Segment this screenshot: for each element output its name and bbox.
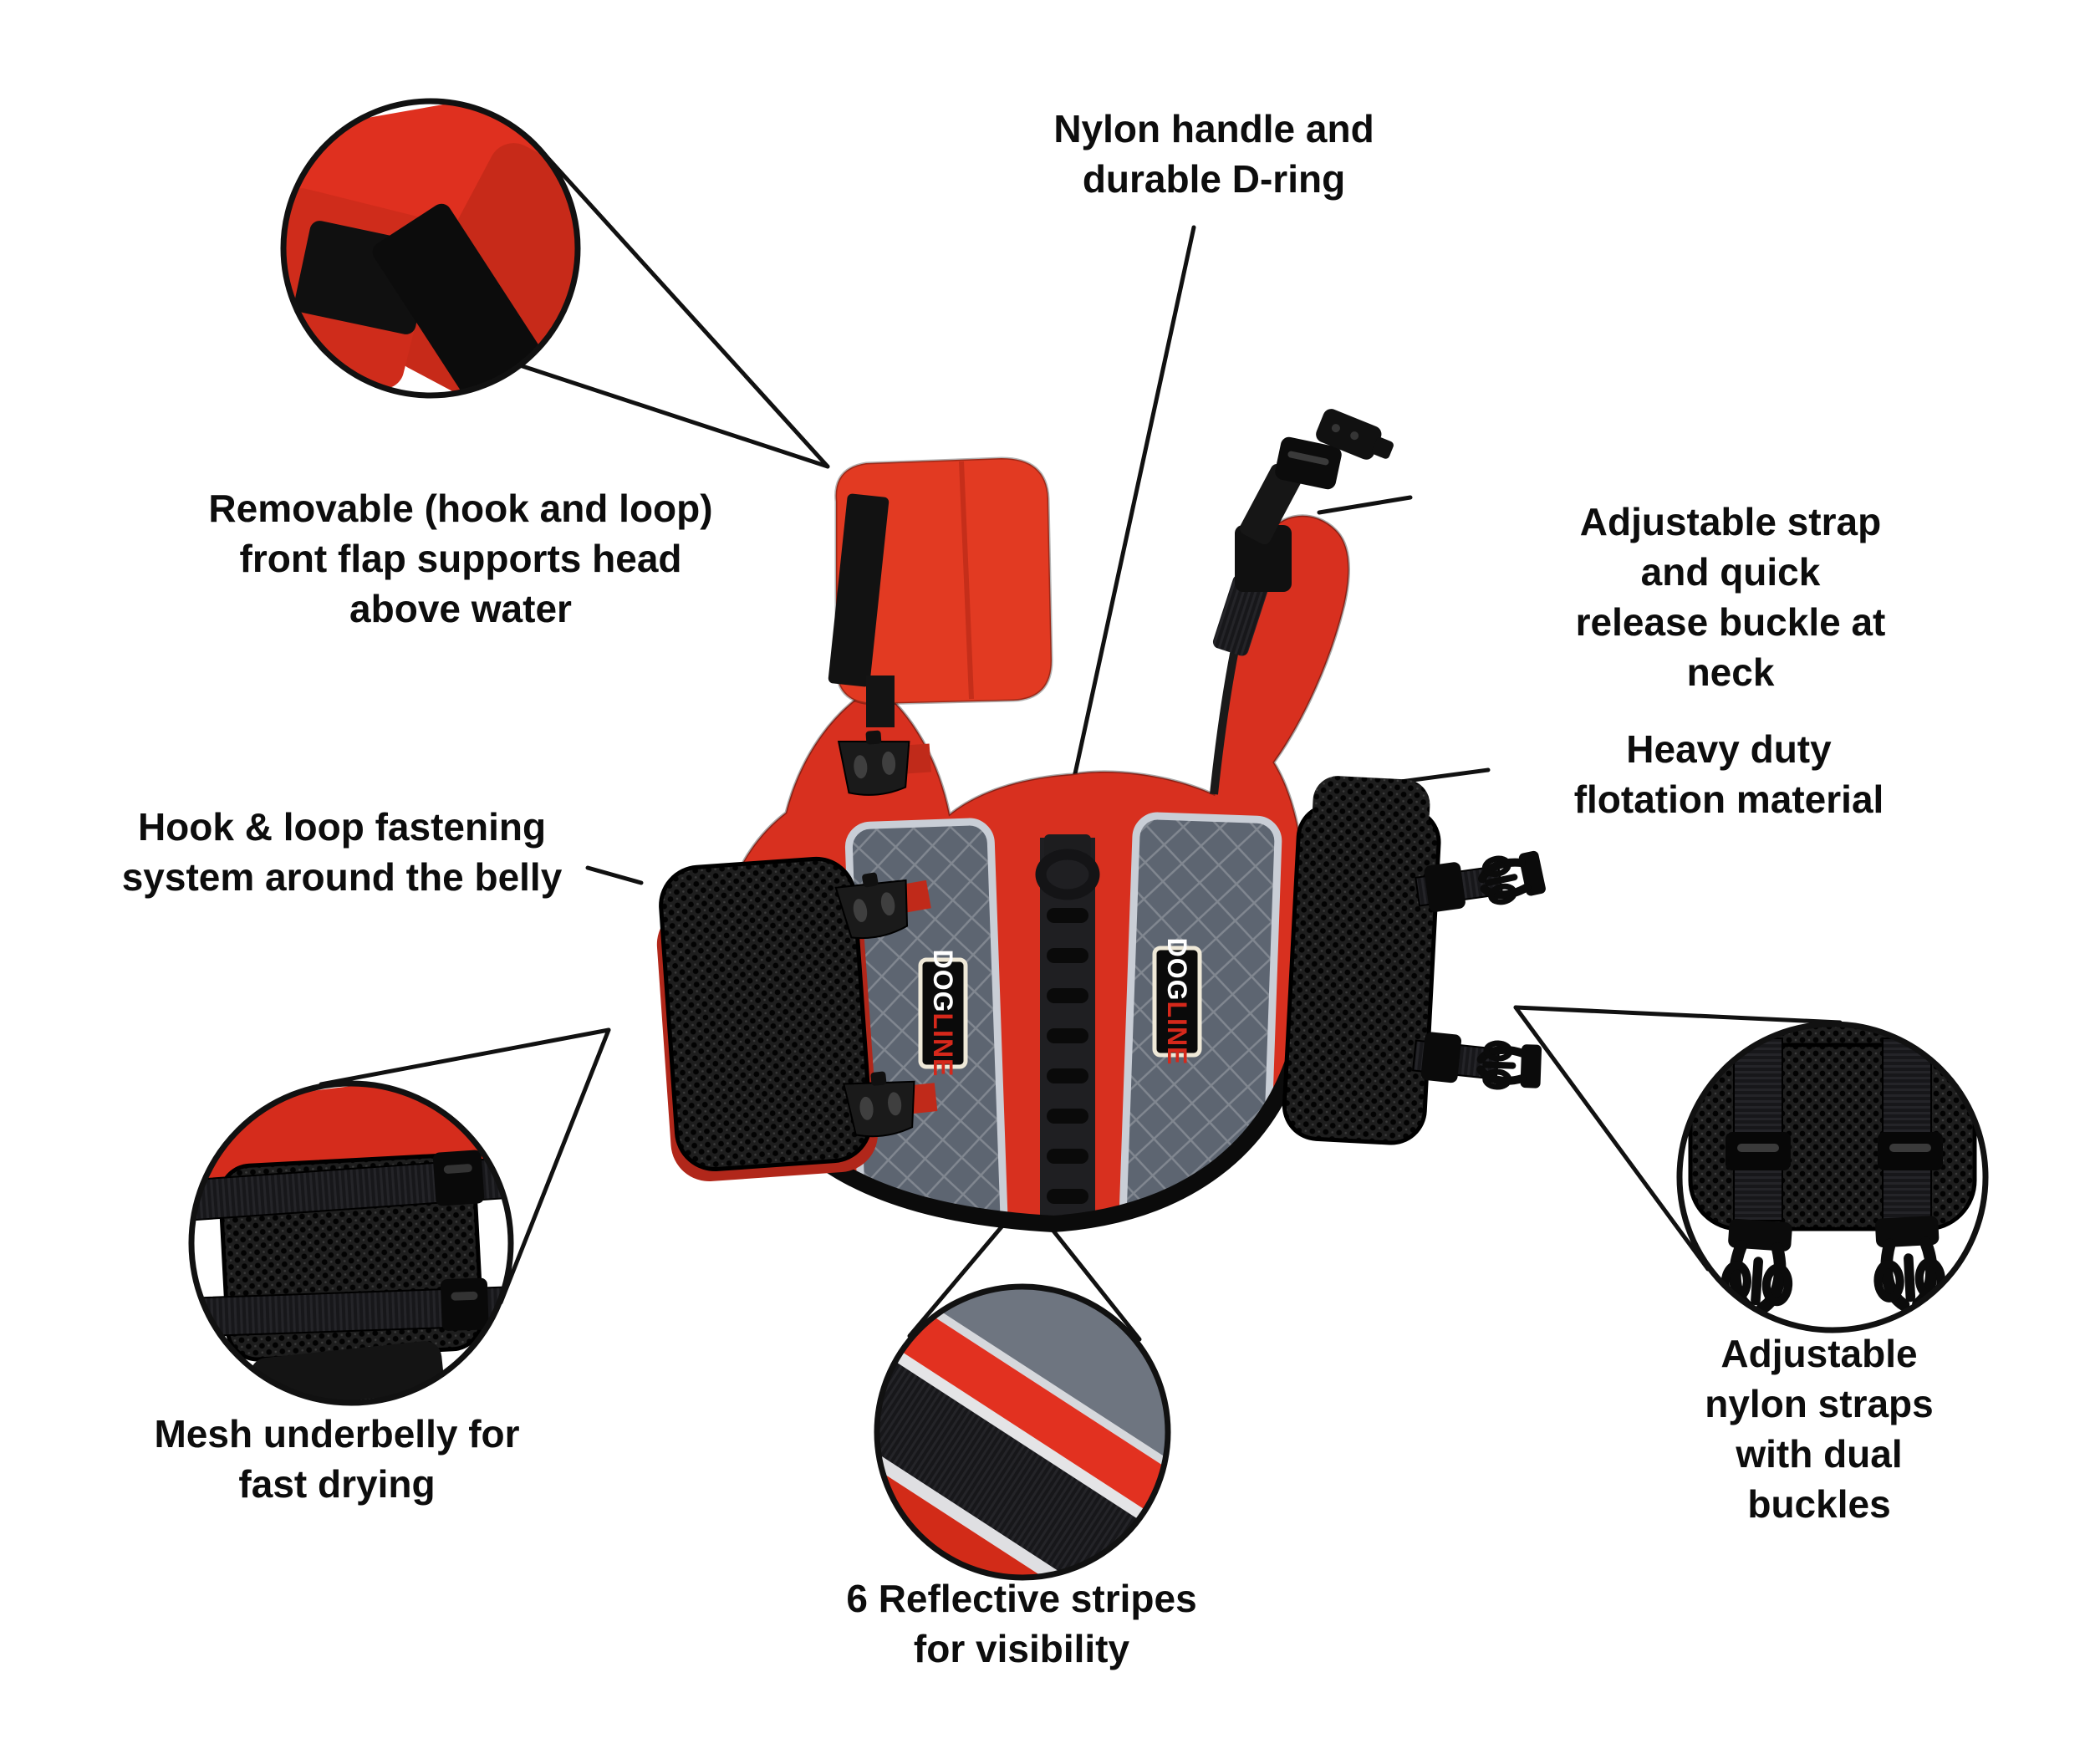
inset-circle-underbelly [188,1080,514,1406]
inset-flap-closeup [280,98,581,399]
brand-label-right: DOGLINE [1152,938,1202,1066]
tangent-line-flap-1 [533,141,830,469]
leader-line-hook-loop [585,865,644,885]
shoulder-buckle [837,676,934,798]
tangent-line-buckles-2 [1513,1005,1710,1272]
leader-line-nylon-handle [1072,225,1196,780]
flap-velcro-strip [828,493,890,687]
inset-mesh-underbelly-closeup [188,1080,514,1406]
right-strap-bottom [1411,1032,1545,1093]
brand-part-line: LINE [1162,1002,1192,1066]
callout-adjustable-strap: Adjustable strap and quick release buckl… [1575,500,1886,694]
inset-circle-reflective [874,1283,1171,1581]
underbelly-strap-bottom [201,1277,509,1338]
mesh-side-panel-left [656,856,940,1182]
mesh-side-panel-right [1282,776,1547,1145]
svg-text:DOGLINE: DOGLINE [928,950,958,1078]
tangent-line-underbelly-1 [319,1027,611,1087]
strap-keeper [1235,525,1292,592]
quick-release-buckle-icon [1275,409,1394,490]
callout-lines [319,141,1843,1342]
brand-part-dog: DOG [928,950,958,1013]
callout-hook-loop: Hook & loop fastening system around the … [121,805,563,899]
leader-line-adjustable-strap [1317,495,1413,515]
neck-strap-assembly [1212,409,1394,656]
life-jacket: DOGLINE DOGLINE [656,409,1547,1233]
right-strap-top [1415,849,1547,912]
brand-part-dog: DOG [1162,938,1192,1002]
svg-text:DOGLINE: DOGLINE [1162,938,1192,1066]
brand-part-line: LINE [928,1013,958,1078]
tangent-line-underbelly-2 [498,1027,611,1305]
front-flap [828,456,1053,706]
tangent-line-buckles-1 [1513,1005,1843,1025]
callout-removable-flap: Removable (hook and loop) front flap sup… [208,487,713,630]
brand-label-left: DOGLINE [918,950,968,1078]
callout-reflective-stripes: 6 Reflective stripes for visibility [846,1577,1197,1670]
velcro-patch-right [372,203,546,394]
d-ring-icon [1035,849,1100,900]
callout-nylon-handle: Nylon handle and durable D-ring [1053,107,1374,201]
inset-circle-flap [280,98,581,399]
inset-dual-buckles-closeup [1676,1021,1989,1333]
callout-nylon-straps: Adjustable nylon straps with dual buckle… [1705,1332,1934,1526]
callout-mesh-underbelly: Mesh underbelly for fast drying [154,1412,520,1506]
handle-rungs [1047,908,1088,1204]
callout-heavy-duty: Heavy duty flotation material [1573,727,1884,821]
inset-circle-buckles [1676,1021,1989,1333]
tangent-line-flap-2 [517,363,830,469]
